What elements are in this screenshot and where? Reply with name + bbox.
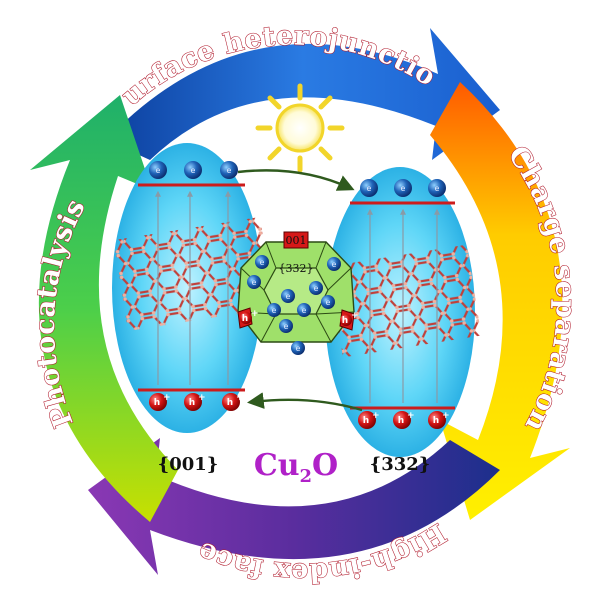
- svg-text:+: +: [442, 411, 450, 421]
- compound-label: Cu2O: [254, 448, 338, 487]
- svg-text:+: +: [372, 411, 380, 421]
- electron-icon: e: [360, 179, 378, 197]
- lattice-right: [328, 244, 482, 358]
- svg-text:+: +: [251, 309, 259, 319]
- svg-text:+: +: [163, 393, 171, 403]
- svg-text:+: +: [198, 393, 206, 403]
- electrons-cb: e e e e e e: [149, 161, 446, 197]
- electron-icon: e: [279, 319, 293, 333]
- hole-icon: h+: [149, 393, 171, 411]
- svg-text:e: e: [227, 166, 232, 175]
- svg-text:e: e: [260, 258, 265, 267]
- svg-text:e: e: [435, 184, 440, 193]
- svg-text:e: e: [286, 292, 291, 301]
- electron-icon: e: [309, 281, 323, 295]
- hole-icon: h+: [428, 411, 450, 429]
- hole-icon: h+: [340, 311, 359, 326]
- svg-text:e: e: [326, 298, 331, 307]
- svg-text:h: h: [398, 416, 404, 426]
- svg-text:e: e: [191, 166, 196, 175]
- facet-right-label: {332}: [370, 454, 431, 475]
- svg-text:h: h: [242, 314, 248, 324]
- hole-icon: h+: [358, 411, 380, 429]
- svg-text:e: e: [252, 278, 257, 287]
- electron-transfer-arrow: [237, 169, 355, 191]
- holes-vb: h+h+h+h+h+h+: [149, 393, 450, 429]
- arrow-charge-separation: [430, 82, 570, 520]
- electron-icon: e: [297, 303, 311, 317]
- sun-icon: [255, 83, 345, 173]
- cluster-face-label: {332}: [279, 262, 314, 275]
- cluster-top-facet: [283, 231, 309, 249]
- electron-icon: e: [267, 303, 281, 317]
- hole-icon: h+: [240, 309, 259, 324]
- hole-icon: h+: [393, 411, 415, 429]
- svg-text:h: h: [342, 316, 348, 326]
- hole-transfer-arrow: [246, 392, 363, 412]
- svg-text:e: e: [296, 344, 301, 353]
- svg-text:+: +: [407, 411, 415, 421]
- svg-text:e: e: [156, 166, 161, 175]
- svg-text:e: e: [332, 260, 337, 269]
- electron-icon: e: [321, 295, 335, 309]
- band-edges: [138, 183, 455, 410]
- svg-text:e: e: [284, 322, 289, 331]
- electron-icon: e: [281, 289, 295, 303]
- electron-icon: e: [291, 341, 305, 355]
- svg-text:h: h: [154, 398, 160, 408]
- electron-icon: e: [149, 161, 167, 179]
- hole-icon: h+: [184, 393, 206, 411]
- cluster-top-facet-label: 001: [286, 234, 307, 247]
- cycle-arrows: [30, 28, 570, 575]
- lattice-left: [113, 216, 275, 332]
- excitation-arrows: [155, 190, 440, 403]
- svg-text:h: h: [227, 398, 233, 408]
- electron-icon: e: [255, 255, 269, 269]
- electron-icon: e: [184, 161, 202, 179]
- svg-text:e: e: [367, 184, 372, 193]
- svg-text:h: h: [433, 416, 439, 426]
- facet-left-label: {001}: [158, 454, 219, 475]
- svg-text:e: e: [314, 284, 319, 293]
- svg-text:h: h: [363, 416, 369, 426]
- electron-icon: e: [247, 275, 261, 289]
- hole-icon: h+: [222, 393, 244, 411]
- svg-text:+: +: [351, 311, 359, 321]
- electron-icon: e: [327, 257, 341, 271]
- arrow-surface-heterojunction: [106, 28, 500, 160]
- arrow-photocatalysis: [30, 95, 178, 522]
- svg-text:e: e: [302, 306, 307, 315]
- svg-text:e: e: [401, 184, 406, 193]
- svg-text:e: e: [272, 306, 277, 315]
- svg-text:h: h: [189, 398, 195, 408]
- electron-icon: e: [220, 161, 238, 179]
- arrow-high-index-facet: [88, 438, 500, 575]
- svg-text:+: +: [236, 393, 244, 403]
- electron-icon: e: [394, 179, 412, 197]
- electron-icon: e: [428, 179, 446, 197]
